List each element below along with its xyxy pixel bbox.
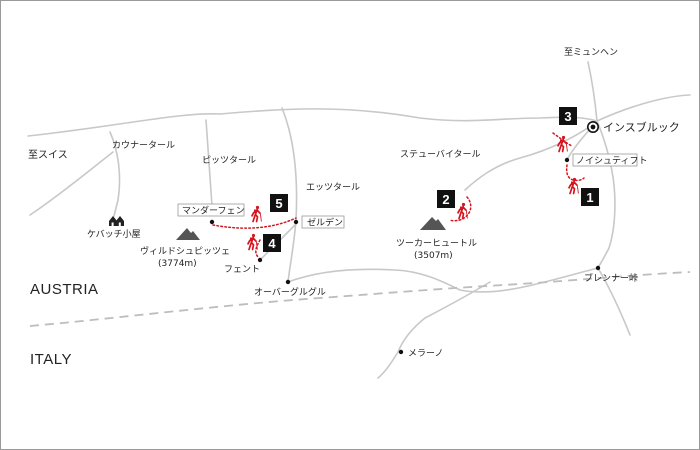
to-switzerland-label: 至スイス: [28, 149, 68, 161]
wildspitze-name: ヴィルドシュピッツェ: [140, 245, 230, 257]
country-austria: AUSTRIA: [30, 281, 99, 298]
zuckerhutl-elevation: (3507m): [414, 251, 453, 261]
route-badge-1-label: 1: [586, 190, 593, 205]
route-badge-1[interactable]: 1: [581, 188, 599, 206]
kaunertal-road: [109, 131, 121, 217]
kebach-hut-label: ケバッチ小屋: [87, 229, 141, 240]
merano-label: メラーノ: [408, 348, 443, 359]
hiker-icon: [251, 205, 263, 223]
trail-route-1[interactable]: [565, 164, 585, 182]
route-badge-4[interactable]: 4: [263, 234, 281, 252]
trail-route-4[interactable]: [255, 239, 261, 258]
solden-label: ゼルデン: [307, 217, 343, 229]
south-road-east: [597, 267, 631, 336]
route-badge-5[interactable]: 5: [270, 194, 288, 212]
gurgl-south-road: [287, 267, 599, 293]
neustift-label: ノイシュティフト: [576, 156, 647, 167]
pitztal-label: ピッツタール: [202, 155, 256, 166]
otztal-road: [281, 107, 298, 283]
route-badge-3-label: 3: [564, 109, 571, 124]
otztal-label: エッツタール: [306, 182, 360, 193]
route-badge-3[interactable]: 3: [559, 107, 577, 125]
merano-road: [377, 281, 491, 379]
mandarfen-label: マンダーフェン: [182, 205, 244, 217]
route-badge-2-label: 2: [442, 192, 449, 207]
kaunertal-label: カウナータール: [112, 140, 175, 151]
zuckerhutl-name: ツーカーヒュートル: [396, 238, 477, 249]
neustift-label-box: [572, 153, 638, 167]
merano-marker[interactable]: [398, 349, 404, 355]
austria-italy-border: [29, 271, 691, 327]
hut-icon: [109, 216, 124, 226]
innsbruck-label: インスブルック: [603, 120, 680, 134]
solden-label-box: [301, 215, 345, 229]
stubaital-label: ステューバイタール: [400, 149, 481, 160]
kaunertal-branch: [29, 151, 114, 216]
vent-marker[interactable]: [257, 257, 263, 263]
brenner-marker[interactable]: [595, 265, 601, 271]
mountain-icon: [420, 217, 446, 230]
mountain-icon: [176, 228, 200, 240]
route-badge-2[interactable]: 2: [437, 190, 455, 208]
country-italy: ITALY: [30, 351, 72, 368]
mandarfen-marker[interactable]: [209, 219, 215, 225]
vent-label: フェント: [224, 265, 260, 275]
pitztal-road: [205, 119, 213, 207]
route-badge-5-label: 5: [275, 196, 282, 211]
trail-route-2[interactable]: [449, 196, 472, 222]
mandarfen-label-box: [177, 203, 245, 217]
stubaital-road: [464, 120, 598, 191]
brenner-road: [596, 120, 616, 269]
innsbruck-marker-dot: [590, 124, 596, 130]
obergurgl-marker[interactable]: [285, 279, 291, 285]
solden-marker[interactable]: [293, 219, 299, 225]
brenner-label: ブレンナー峠: [584, 272, 638, 284]
road-network: [27, 61, 691, 379]
to-munich-label: 至ミュンヘン: [564, 47, 618, 58]
munich-road: [587, 61, 598, 122]
route-badge-4-label: 4: [268, 236, 276, 251]
trail-route-5[interactable]: [212, 217, 297, 229]
obergurgl-label: オーバーグルグル: [254, 286, 326, 298]
wildspitze-elevation: (3774m): [158, 259, 197, 269]
neustift-marker[interactable]: [564, 157, 570, 163]
